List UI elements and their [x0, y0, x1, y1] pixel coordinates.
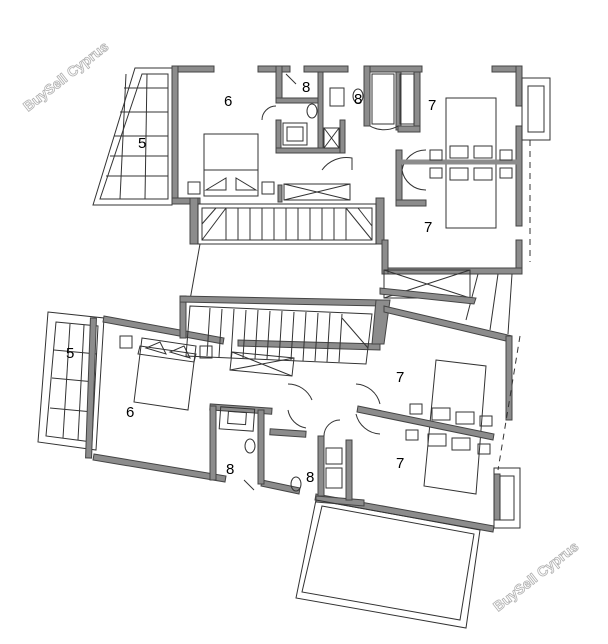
- lower-toilet-a: [244, 438, 256, 454]
- upper-unit: [92, 65, 551, 335]
- lower-stairs: [185, 305, 373, 365]
- upper-bath-b-label: 8: [354, 91, 362, 108]
- lower-unit: [37, 287, 521, 629]
- lower-toilet-b: [290, 476, 302, 492]
- lower-bath-b-label: 8: [306, 469, 314, 486]
- upper-dining-table: [398, 97, 520, 229]
- upper-stairs: [197, 203, 377, 245]
- lower-bath-a-label: 8: [226, 461, 234, 478]
- upper-bath-a-label: 8: [302, 79, 310, 96]
- upper-shower: [282, 122, 308, 146]
- lower-sink: [325, 467, 343, 489]
- upper-wardrobe: [283, 183, 351, 201]
- lower-shower: [218, 406, 256, 432]
- lower-dining-label: 7: [396, 369, 404, 386]
- lower-bedroom-label: 6: [126, 404, 134, 421]
- upper-balcony-label: 5: [138, 135, 146, 152]
- lower-dining-table: [356, 359, 495, 495]
- lower-balcony-label: 5: [66, 345, 74, 362]
- lower-bed: [119, 335, 213, 411]
- lower-living-label: 7: [396, 455, 404, 472]
- upper-dining-label: 7: [428, 97, 436, 114]
- upper-balcony-area: [92, 67, 173, 206]
- upper-bedroom-label: 6: [224, 93, 232, 110]
- lower-terrace: [295, 499, 481, 629]
- upper-bed: [187, 133, 275, 197]
- upper-toilet-a: [306, 103, 318, 119]
- upper-toilet-b: [352, 88, 364, 104]
- watermark-bottom-right: BuySell Cyprus: [490, 538, 582, 614]
- upper-tub: [323, 127, 340, 149]
- watermark-top-left: BuySell Cyprus: [20, 38, 112, 114]
- upper-living-label: 7: [424, 219, 432, 236]
- upper-sink-a: [329, 87, 345, 107]
